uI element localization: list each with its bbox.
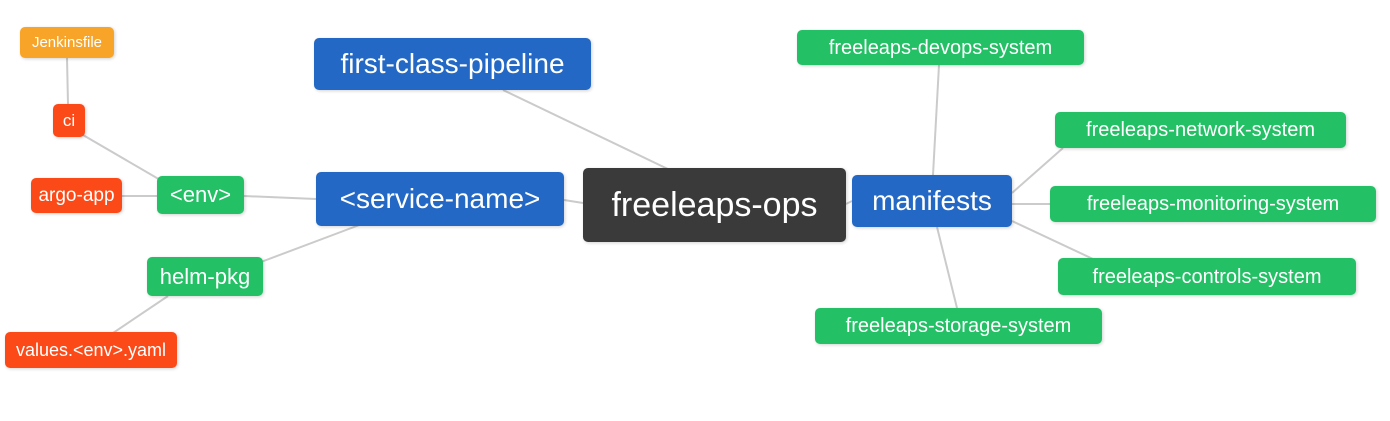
- edge-helm-pkg-to-service-name: [260, 223, 363, 263]
- edge-jenkinsfile-to-ci: [66, 57, 69, 105]
- node-network-system[interactable]: freeleaps-network-system: [1055, 112, 1346, 148]
- node-argo-app[interactable]: argo-app: [31, 178, 122, 213]
- node-ci[interactable]: ci: [53, 104, 85, 137]
- node-manifests[interactable]: manifests: [852, 175, 1012, 227]
- node-storage-system[interactable]: freeleaps-storage-system: [815, 308, 1102, 344]
- node-first-class-pipeline[interactable]: first-class-pipeline: [314, 38, 591, 90]
- node-freeleaps-ops[interactable]: freeleaps-ops: [583, 168, 846, 242]
- edge-manifests-to-storage-system: [936, 226, 958, 309]
- node-helm-pkg[interactable]: helm-pkg: [147, 257, 263, 296]
- edge-manifests-to-devops-system: [932, 64, 940, 176]
- node-values-env-yaml[interactable]: values.<env>.yaml: [5, 332, 177, 368]
- edge-values-env-yaml-to-helm-pkg: [112, 295, 169, 334]
- node-controls-system[interactable]: freeleaps-controls-system: [1058, 258, 1356, 295]
- node-service-name[interactable]: <service-name>: [316, 172, 564, 226]
- node-jenkinsfile[interactable]: Jenkinsfile: [20, 27, 114, 58]
- edge-env-to-service-name: [243, 195, 317, 200]
- edge-service-name-to-freeleaps-ops: [563, 199, 584, 204]
- edge-ci-to-env: [82, 134, 163, 182]
- edge-first-class-pipeline-to-freeleaps-ops: [502, 89, 673, 172]
- node-monitoring-system[interactable]: freeleaps-monitoring-system: [1050, 186, 1376, 222]
- node-env[interactable]: <env>: [157, 176, 244, 214]
- edge-manifests-to-controls-system: [1011, 220, 1094, 260]
- node-devops-system[interactable]: freeleaps-devops-system: [797, 30, 1084, 65]
